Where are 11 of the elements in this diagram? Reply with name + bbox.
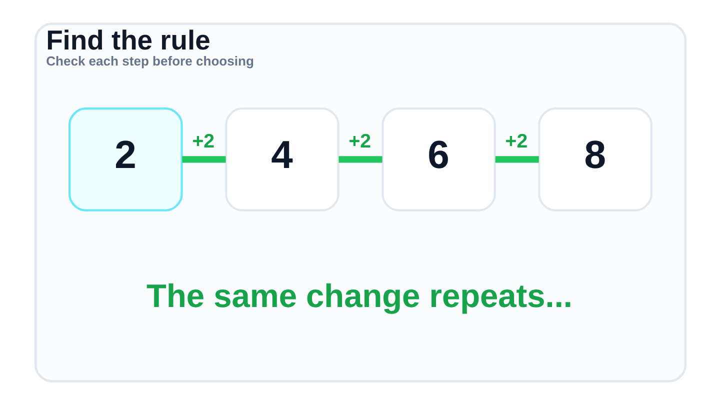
label: The same change repeats... — [146, 276, 572, 314]
edge-label: +2 — [504, 130, 528, 153]
connector — [338, 156, 382, 163]
node-box: 8 — [538, 108, 652, 212]
edge-label: +2 — [192, 130, 214, 153]
connector — [182, 156, 226, 163]
node-box: 4 — [224, 108, 339, 212]
connector — [494, 156, 538, 163]
edge-label: +2 — [348, 130, 371, 153]
node-box: 6 — [381, 108, 496, 212]
node-box: 2 — [68, 108, 182, 212]
